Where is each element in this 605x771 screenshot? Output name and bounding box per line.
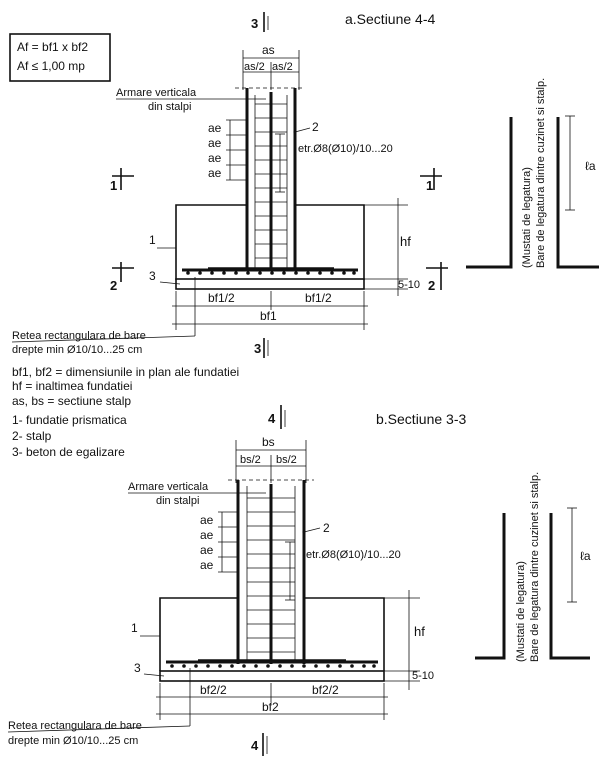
ae-spacing: ae ae ae ae <box>208 119 246 181</box>
dim-base-half-left: bf1/2 <box>208 291 235 305</box>
legend-item-3: 3- beton de egalizare <box>12 445 125 459</box>
starter-label-1: (Mustati de legatura) <box>521 167 533 268</box>
column-dims: as as/2 as/2 <box>242 43 300 90</box>
ae-3-b: ae <box>200 543 214 557</box>
dim-base-half-right: bf1/2 <box>305 291 332 305</box>
column-b <box>236 480 306 664</box>
cut-mark-bottom: 3 <box>254 341 261 356</box>
vertical-rebar-label-1-b: Armare verticala <box>128 481 209 493</box>
ae-2-b: ae <box>200 528 214 542</box>
label-2-b: 2 <box>323 521 330 535</box>
stirrups-label-b: etr.Ø8(Ø10)/10...20 <box>306 549 401 561</box>
cut-mark-top-b: 4 <box>268 411 276 426</box>
vertical-rebar-label-2: din stalpi <box>148 101 191 113</box>
base-dims: bf1/2 bf1/2 bf1 <box>172 291 368 330</box>
blinding-label-b: 5-10 <box>412 670 434 682</box>
label-3-b: 3 <box>134 661 141 675</box>
mesh-label-1: Retea rectangulara de bare <box>12 330 146 342</box>
formula-box: Af = bf1 x bf2 Af ≤ 1,00 mp <box>9 33 111 82</box>
cut-mark-top: 3 <box>251 16 258 31</box>
cut-2-left: 2 <box>110 278 117 293</box>
dim-col-half-right: as/2 <box>272 61 293 73</box>
hf-dim: hf 5-10 <box>364 198 420 296</box>
ae-2: ae <box>208 136 222 150</box>
dim-col: as <box>262 43 275 57</box>
cut-2: 2 2 <box>110 262 448 293</box>
ae-3: ae <box>208 151 222 165</box>
dim-col-half-right-b: bs/2 <box>276 454 297 466</box>
cut-2-right: 2 <box>428 278 435 293</box>
vertical-rebar-label-2-b: din stalpi <box>156 495 199 507</box>
legend-hf: hf = inaltimea fundatiei <box>12 379 132 393</box>
section-b: b.Sectiune 3-3 4 bs bs/2 bs/2 Armare ver… <box>7 405 591 756</box>
section-b-title: b.Sectiune 3-3 <box>376 411 466 427</box>
ae-4-b: ae <box>200 558 214 572</box>
hf-label: hf <box>400 234 411 249</box>
label-3: 3 <box>149 269 156 283</box>
ae-4: ae <box>208 166 222 180</box>
section-a: a.Sectiune 4-4 3 as as/2 as/2 Armare ver… <box>11 11 599 358</box>
base-dims-b: bf2/2 bf2/2 bf2 <box>156 683 388 720</box>
dim-col-half-left: as/2 <box>244 61 265 73</box>
la-label: ℓa <box>585 159 596 173</box>
starter-bars-detail-b: ℓa (Mustati de legatura) Bare de legatur… <box>475 472 591 662</box>
mesh-label-2-b: drepte min Ø10/10...25 cm <box>8 735 138 747</box>
dim-col-half-left-b: bs/2 <box>240 454 261 466</box>
legend-item-1: 1- fundatie prismatica <box>12 413 127 427</box>
blinding-label: 5-10 <box>398 279 420 291</box>
footing-b <box>159 597 385 682</box>
ae-spacing-b: ae ae ae ae <box>200 511 237 573</box>
formula-limit: Af ≤ 1,00 mp <box>17 59 85 73</box>
cut-1-left: 1 <box>110 178 117 193</box>
vertical-rebar-label-1: Armare verticala <box>116 87 197 99</box>
label-1: 1 <box>149 233 156 247</box>
starter-bars-detail: ℓa (Mustati de legatura) Bare de legatur… <box>466 78 599 269</box>
hf-label-b: hf <box>414 624 425 639</box>
section-a-title: a.Sectiune 4-4 <box>345 11 435 27</box>
legend-dims: bf1, bf2 = dimensiunile in plan ale fund… <box>12 365 239 379</box>
ae-1-b: ae <box>200 513 214 527</box>
starter-label-2: Bare de legatura dintre cuzinet si stalp… <box>535 78 547 268</box>
legend: bf1, bf2 = dimensiunile in plan ale fund… <box>12 365 239 459</box>
cut-1: 1 1 <box>110 168 442 193</box>
ae-1: ae <box>208 121 222 135</box>
la-label-b: ℓa <box>580 549 591 563</box>
column-dims-b: bs bs/2 bs/2 <box>235 435 307 483</box>
starter-label-1-b: (Mustati de legatura) <box>515 561 527 662</box>
column <box>245 88 297 271</box>
dim-base-half-right-b: bf2/2 <box>312 683 339 697</box>
cut-mark-bottom-b: 4 <box>251 738 259 753</box>
stirrups-label: etr.Ø8(Ø10)/10...20 <box>298 143 393 155</box>
cut-1-right: 1 <box>426 178 433 193</box>
dim-base-half-left-b: bf2/2 <box>200 683 227 697</box>
label-2: 2 <box>312 120 319 134</box>
label-1-b: 1 <box>131 621 138 635</box>
legend-col: as, bs = sectiune stalp <box>12 394 131 408</box>
dim-col-b: bs <box>262 435 275 449</box>
mesh-label-2: drepte min Ø10/10...25 cm <box>12 344 142 356</box>
dim-base-b: bf2 <box>262 700 279 714</box>
mesh-label-1-b: Retea rectangulara de bare <box>8 720 142 732</box>
starter-label-2-b: Bare de legatura dintre cuzinet si stalp… <box>529 472 541 662</box>
formula-area: Af = bf1 x bf2 <box>17 40 88 54</box>
hf-dim-b: hf 5-10 <box>384 590 434 690</box>
dim-base: bf1 <box>260 309 277 323</box>
legend-item-2: 2- stalp <box>12 429 52 443</box>
